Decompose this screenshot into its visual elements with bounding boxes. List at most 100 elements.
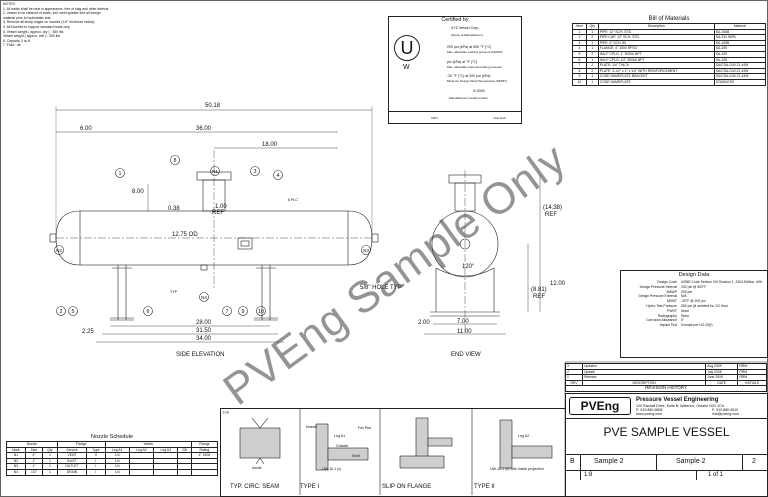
nozzle-cell — [128, 469, 155, 476]
nozzle-cell: N4 — [6, 469, 26, 476]
design-row: Design Pressure External N/A — [621, 294, 767, 299]
serial-number: S-0000 — [473, 89, 485, 93]
revision-cell: RRM — [737, 374, 767, 381]
dim-2: 2.00 — [418, 320, 430, 326]
crn-label: CRN — [431, 116, 438, 120]
design-row: MDMT-20°F @ 200 psi — [621, 299, 767, 304]
design-value: 0" — [681, 318, 685, 323]
design-data-title: Design Data — [678, 272, 710, 278]
nozzle-cell: INLET — [56, 457, 88, 465]
nozzle-header-cell: Size — [24, 446, 44, 454]
dim-881-ref: REF — [533, 294, 545, 300]
ext-line: psi (kPa) at °F (°C) — [447, 60, 478, 64]
balloon-1: 1 — [119, 171, 122, 177]
weld-details — [239, 408, 553, 495]
saddle-right — [254, 265, 278, 321]
design-value: None — [681, 308, 690, 313]
revision-cell: Aug 2009 — [705, 363, 739, 370]
end-view-caption: END VIEW — [451, 352, 481, 358]
design-value: 200 psi — [681, 289, 692, 294]
bom-cell: SA/CSA-G40.21 44W — [713, 62, 767, 69]
nozzle-cell — [177, 457, 192, 465]
nozzle-cell: 4" 150# — [190, 452, 219, 459]
design-key: MAWP — [666, 289, 677, 294]
nozzle-cell: OUTLET — [56, 463, 88, 470]
drawing-number-2: Sample 2 — [676, 458, 706, 465]
dim-34: 34.00 — [196, 336, 212, 342]
design-key: Impact Test — [659, 323, 677, 328]
weld-caption: TYP. CIRC. SEAM — [230, 484, 280, 490]
balloon-5: 5 — [72, 309, 75, 315]
saddle-left — [110, 265, 134, 321]
weld-typ: TYP. — [222, 411, 230, 415]
note-line: 6. Capacity 3 cu.ft. — [3, 38, 32, 43]
revision-header-cell: REV — [564, 379, 584, 387]
dim-overall: 50.18 — [205, 103, 221, 109]
design-value: N/A — [681, 294, 687, 299]
notes-title: NOTES: — [3, 2, 16, 6]
company-fax: F: 519.880.9810 — [712, 408, 739, 412]
weld-full-pen: Full Pen. — [358, 426, 373, 430]
manufacturer-name: XYZ Vessel Corp. — [451, 26, 480, 30]
dim-881: (8.81) — [531, 287, 547, 293]
u-stamp: U — [394, 35, 420, 61]
nozzle-n3 — [371, 233, 379, 243]
nozzle-cell — [177, 463, 192, 470]
note-line: Vessel weight ( approx. wet ) : 390 lbs — [3, 34, 61, 39]
balloon-8: 8 — [174, 158, 177, 164]
weld-shell: Shell — [352, 454, 360, 458]
year-label: Year built — [493, 116, 506, 120]
dim-ref: REF — [212, 210, 224, 216]
company-phone: P: 519.880.9808 — [636, 408, 663, 412]
company-address: 120 Randall Drive, Suite B, Waterloo, On… — [636, 404, 724, 408]
design-value: -20°F @ 200 psi — [681, 299, 706, 304]
balloon-9: 9 — [242, 309, 245, 315]
dim-1438-ref: REF — [545, 212, 557, 218]
design-value: 200 psi @ 500°F — [681, 284, 707, 289]
dim-18: 18.00 — [262, 142, 278, 148]
design-key: Design Code — [657, 280, 677, 284]
notes-block: NOTES: 1. All welds shall be neat in app… — [3, 2, 109, 48]
design-key: Design Pressure External — [638, 294, 677, 299]
revision-title: REVISION HISTORY — [565, 385, 767, 392]
revision-cell: RRM — [737, 363, 767, 370]
sheet-size: B — [570, 458, 575, 465]
dim-6: 6.00 — [80, 126, 92, 132]
dim-11: 11.00 — [457, 329, 472, 335]
design-key: Radiography — [657, 313, 677, 318]
note-line: 5. Vessel weight ( approx. dry ) : 350 l… — [3, 29, 64, 34]
nozzle-cell: 1 — [42, 469, 58, 476]
mawp-label: Max. allowable working pressure (MAWP) — [447, 50, 503, 54]
design-value: None — [681, 313, 690, 318]
nozzle-cell: 1/2" — [24, 469, 44, 476]
design-value: 260 psi @ ambient for 1/2 Hour — [681, 303, 729, 308]
balloon-6: 6 — [147, 309, 150, 315]
balloon-3: 3 — [254, 169, 257, 175]
company-web: www.pveng.com — [636, 412, 663, 416]
weld-caption: SLIP ON FLANGE — [382, 484, 432, 490]
dim-1438: (14.38) — [543, 205, 563, 211]
dim-36: 36.00 — [196, 126, 212, 132]
weld-leg-a2: Leg A2 — [518, 434, 530, 438]
nozzle-cell — [153, 469, 179, 476]
revision-cell: June 2006 — [705, 374, 739, 381]
revision-cell: 2 — [564, 368, 584, 376]
nozzle-cell — [190, 457, 219, 465]
pveng-logo: PVEng — [569, 397, 631, 415]
revision-cell: July 2006 — [705, 368, 739, 376]
weld-inside: Inside — [252, 466, 262, 470]
weld-caption: TYPE II — [474, 484, 495, 490]
note-line: 2. Vessel to be cleaned of scale, soil, … — [3, 11, 101, 16]
nozzle-n1-flange — [196, 171, 232, 181]
